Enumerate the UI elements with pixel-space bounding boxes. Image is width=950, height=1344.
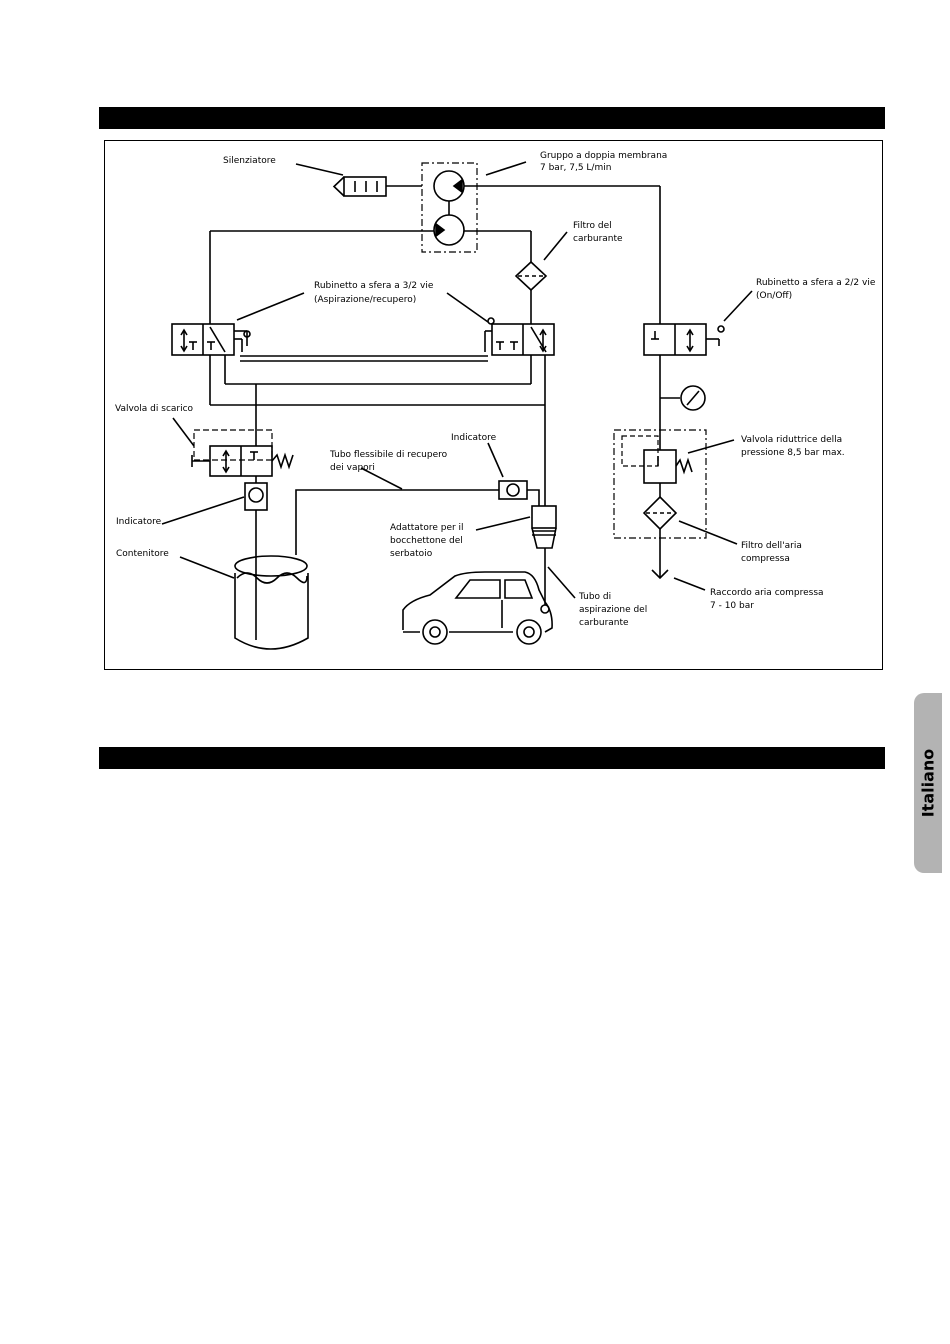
- language-tab-label: Italiano: [918, 748, 938, 818]
- label-indicatore-left: Indicatore: [116, 517, 162, 527]
- label-rubinetto22-line2: (On/Off): [756, 291, 792, 301]
- label-rubinetto22-line1: Rubinetto a sfera a 2/2 vie: [756, 278, 876, 288]
- left-3-2-ball-valve: [171, 323, 251, 356]
- label-tubo-flessibile-line1: Tubo flessibile di recupero: [329, 450, 448, 460]
- label-raccordo-line1: Raccordo aria compressa: [710, 588, 824, 598]
- label-adattatore-line3: serbatoio: [390, 549, 433, 559]
- label-filtro-carb-line2: carburante: [573, 234, 623, 244]
- label-tubo-flessibile-line2: dei vapori: [330, 463, 375, 473]
- language-tab: Italiano: [914, 693, 942, 873]
- container-tank: [234, 555, 309, 650]
- label-filtro-aria-line2: compressa: [741, 554, 790, 564]
- drain-valve-symbol: [191, 429, 294, 477]
- right-2-2-ball-valve: [643, 323, 725, 356]
- car-illustration: [402, 571, 553, 645]
- label-gruppo-line1: Gruppo a doppia membrana: [540, 151, 667, 161]
- diagram-frame: [104, 140, 883, 670]
- label-indicatore-top: Indicatore: [451, 433, 497, 443]
- label-valvola-riduttrice-line1: Valvola riduttrice della: [741, 435, 842, 445]
- label-silenziatore: Silenziatore: [223, 156, 276, 166]
- label-adattatore-line2: bocchettone del: [390, 536, 463, 546]
- air-filter-symbol: [642, 495, 678, 580]
- label-tubo-aspirazione-line1: Tubo di: [578, 592, 611, 602]
- label-contenitore: Contenitore: [116, 549, 169, 559]
- label-adattatore-line1: Adattatore per il: [390, 523, 464, 533]
- label-gruppo-line2: 7 bar, 7,5 L/min: [540, 163, 611, 173]
- label-tubo-aspirazione-line2: aspirazione del: [579, 605, 647, 615]
- silencer-symbol: [332, 176, 422, 197]
- fuel-filter-symbol: [514, 260, 548, 324]
- label-filtro-aria-line1: Filtro dell'aria: [741, 541, 802, 551]
- diagram-labels: Silenziatore Gruppo a doppia membrana 7 …: [115, 151, 876, 628]
- right-3-2-ball-valve: [484, 317, 555, 356]
- section-header-bar-top: [99, 107, 885, 129]
- label-valvola-riduttrice-line2: pressione 8,5 bar max.: [741, 448, 845, 458]
- tank-adapter-symbol: [531, 505, 557, 549]
- label-filtro-carb-line1: Filtro del: [573, 221, 612, 231]
- section-header-bar-bottom: [99, 747, 885, 769]
- label-rubinetto32-line2: (Aspirazione/recupero): [314, 295, 416, 305]
- label-raccordo-line2: 7 - 10 bar: [710, 601, 754, 611]
- double-diaphragm-pump-symbol: [421, 162, 661, 324]
- label-valvola-scarico: Valvola di scarico: [115, 404, 194, 414]
- label-rubinetto32-line1: Rubinetto a sfera a 3/2 vie: [314, 281, 434, 291]
- label-tubo-aspirazione-line3: carburante: [579, 618, 629, 628]
